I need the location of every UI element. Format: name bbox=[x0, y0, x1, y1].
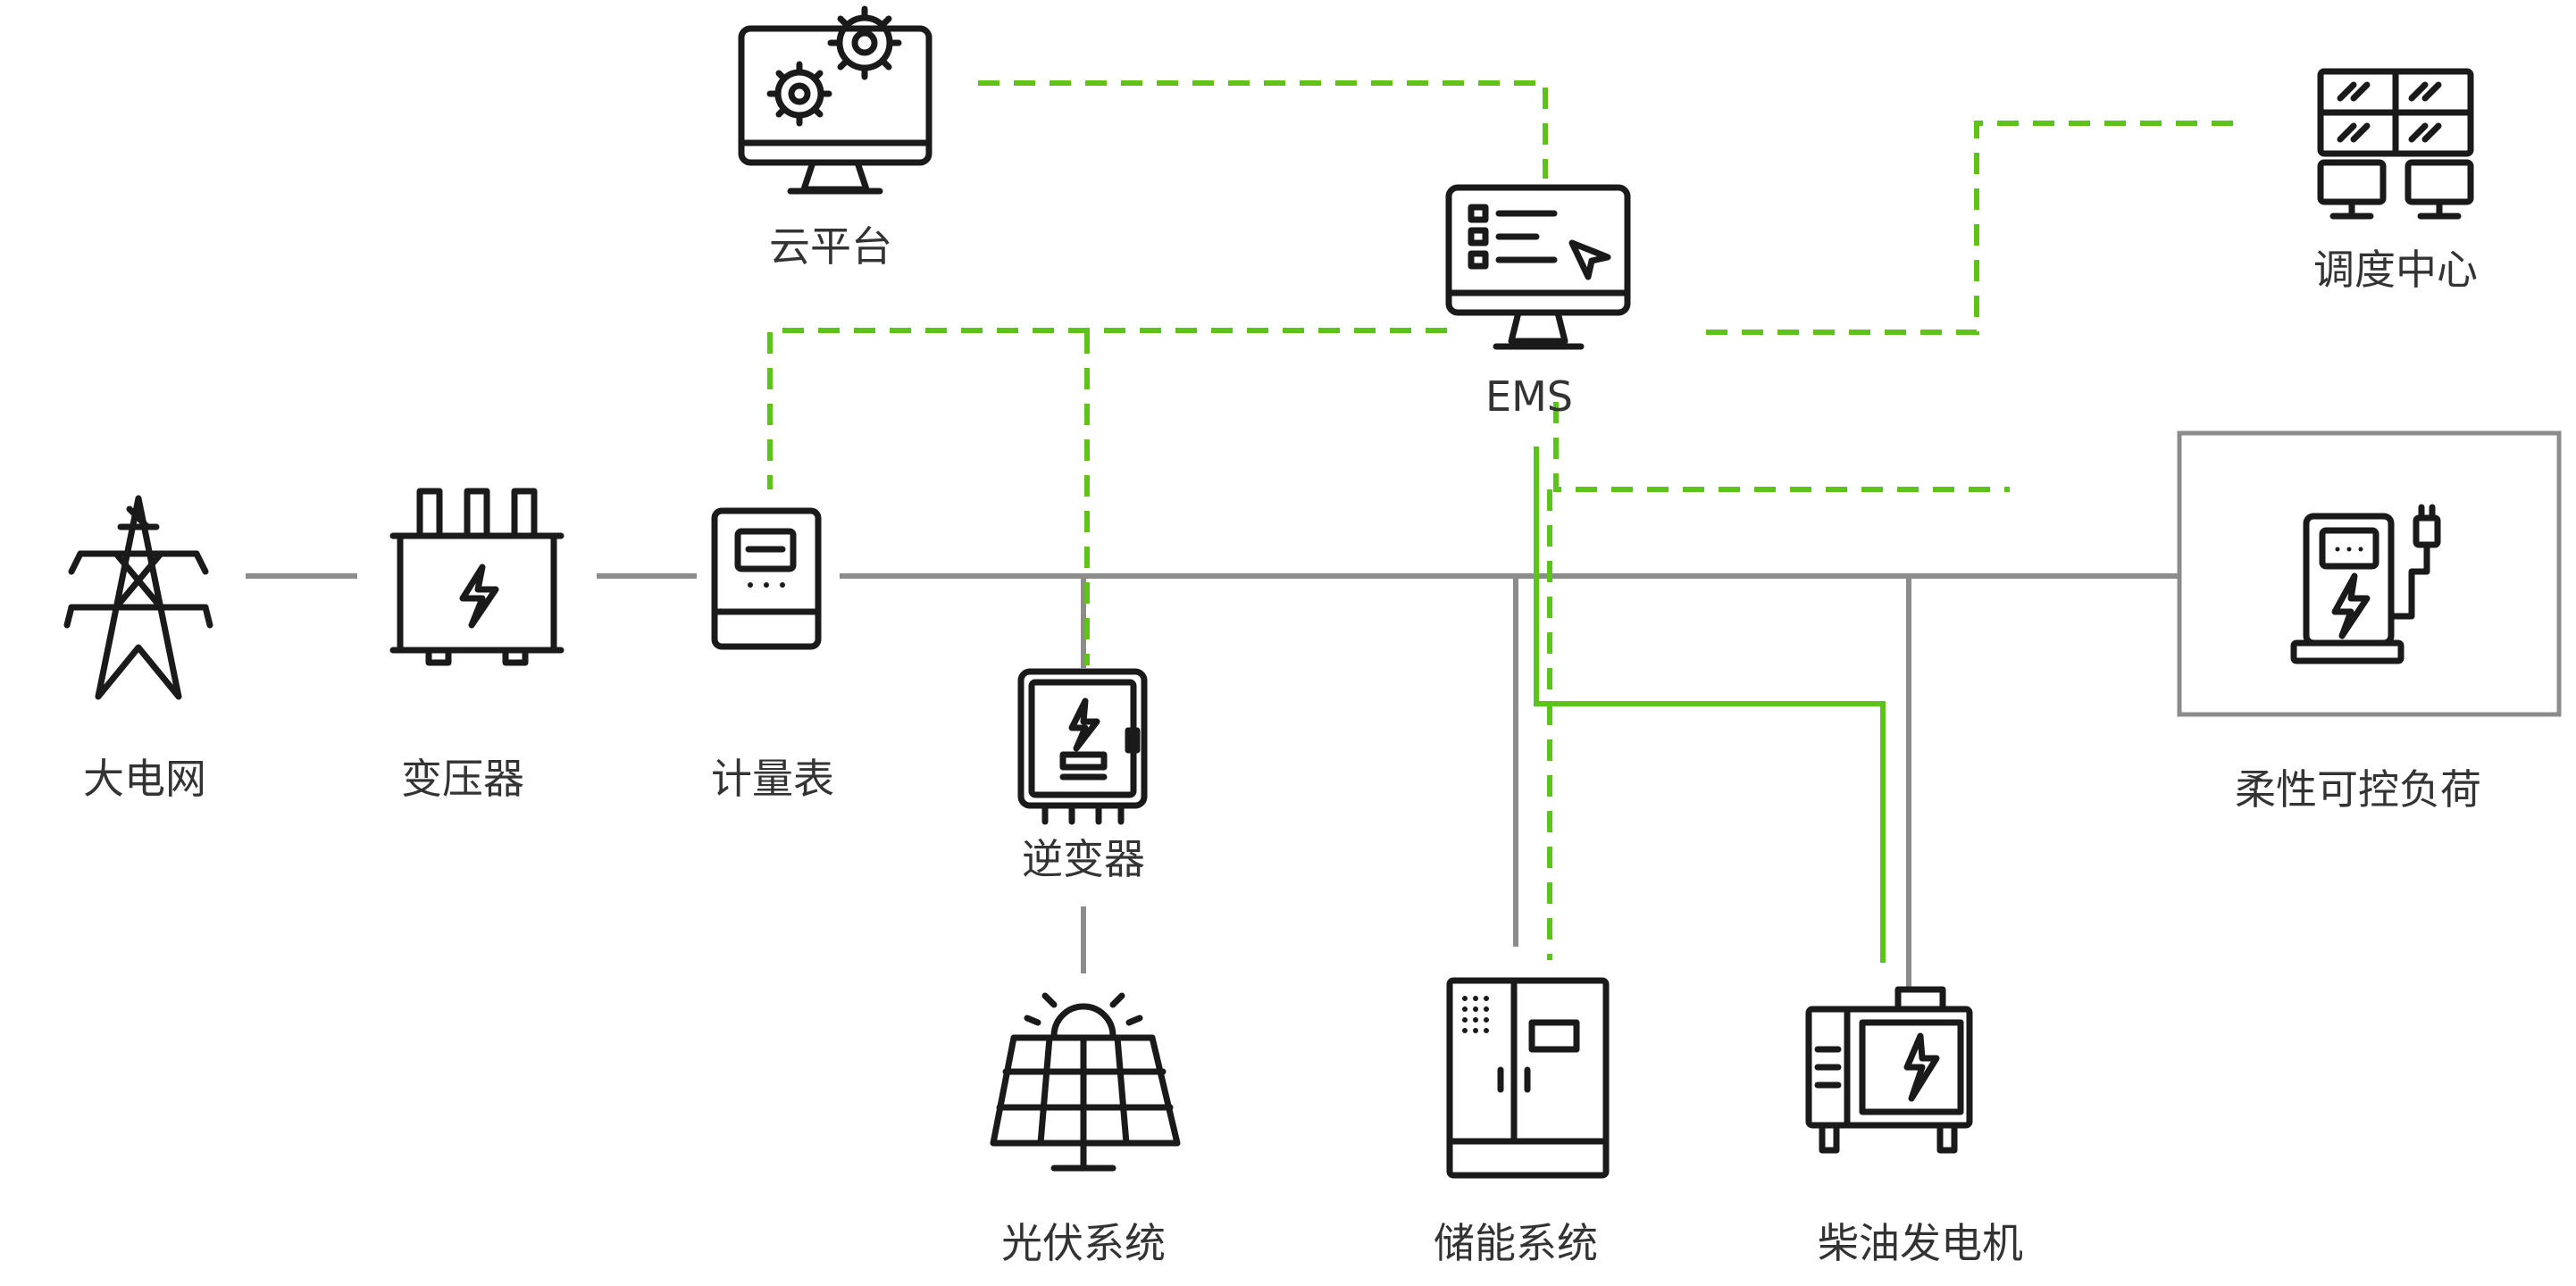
dispatch-label: 调度中心 bbox=[2313, 246, 2478, 294]
comm-lines bbox=[767, 80, 2242, 963]
transmission-tower-icon bbox=[63, 495, 213, 700]
transformer-icon bbox=[389, 488, 565, 666]
comm-ems-meter bbox=[767, 328, 1447, 489]
comm-cloud-ems bbox=[978, 80, 1548, 179]
comm-ems-diesel bbox=[1534, 447, 1886, 963]
solar-panel-icon bbox=[990, 992, 1181, 1172]
inverter-icon bbox=[1017, 668, 1148, 825]
meter-label: 计量表 bbox=[711, 755, 834, 803]
battery-cabinet-icon bbox=[1446, 977, 1610, 1179]
transformer-label: 变压器 bbox=[401, 755, 524, 803]
grid-label: 大电网 bbox=[83, 755, 206, 803]
diesel-label: 柴油发电机 bbox=[1818, 1219, 2023, 1267]
ev-charger-icon bbox=[2290, 504, 2441, 664]
load-frame bbox=[2177, 430, 2562, 717]
power-lines bbox=[246, 573, 2179, 987]
ems-label: EMS bbox=[1485, 372, 1573, 421]
electric-meter-icon bbox=[711, 507, 822, 650]
inverter-label: 逆变器 bbox=[1022, 835, 1145, 883]
control-room-icon bbox=[2317, 68, 2474, 220]
load-label: 柔性可控负荷 bbox=[2235, 765, 2481, 814]
pv-label: 光伏系统 bbox=[1001, 1219, 1166, 1267]
monitor-gears-icon bbox=[738, 5, 933, 195]
ems-monitor-icon bbox=[1445, 184, 1631, 350]
comm-ems-dispatch bbox=[1706, 121, 2242, 335]
diesel-generator-icon bbox=[1805, 986, 1973, 1154]
comm-ems-load bbox=[1553, 402, 2010, 492]
cloud-label: 云平台 bbox=[769, 222, 892, 271]
storage-label: 储能系统 bbox=[1434, 1219, 1598, 1267]
